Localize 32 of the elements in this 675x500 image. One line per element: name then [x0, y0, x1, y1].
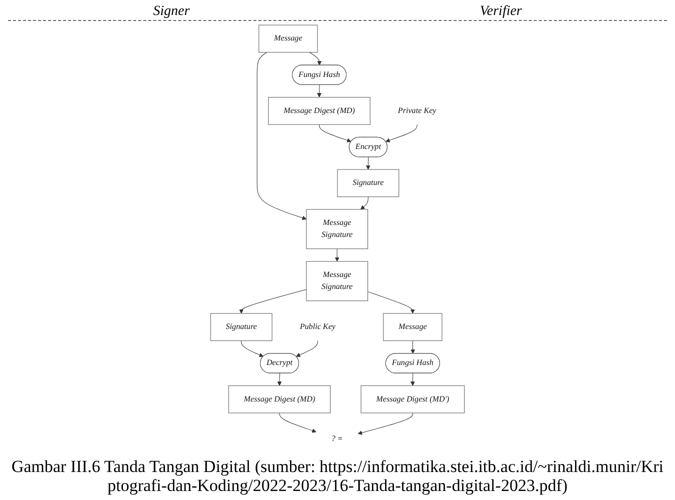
arrow — [358, 412, 413, 435]
node-text: Public Key — [300, 322, 336, 332]
figure-caption: Gambar III.6 Tanda Tangan Digital (sumber: https://informatika.stei.itb.ac.id/~rinaldi.munir/Kriptografi-dan-Koding/2022-2023/16-Tanda-tangan-digital-2023.pdf) — [10, 456, 665, 496]
node-box: Message Signature — [306, 209, 368, 250]
arrow — [309, 52, 322, 66]
node-box: Message — [258, 24, 318, 53]
arrow — [385, 124, 418, 142]
arrow — [241, 340, 264, 357]
node-box: Message Digest (MD) — [228, 385, 331, 414]
arrow — [410, 340, 416, 354]
arrow — [296, 340, 318, 357]
arrow — [368, 291, 415, 314]
node-box: Message — [383, 313, 442, 341]
arrow — [277, 373, 282, 386]
node-text: ? = — [331, 434, 343, 444]
node-box: Message Digest (MD) — [268, 97, 370, 125]
arrow — [319, 124, 352, 142]
arrow — [334, 248, 340, 262]
lane-title: Signer — [153, 4, 190, 20]
arrow — [360, 196, 368, 210]
node-text: Private Key — [398, 106, 436, 115]
arrow — [239, 289, 307, 314]
arrow — [256, 52, 307, 220]
node-box: Signature — [337, 169, 400, 198]
node-box: Message Signature — [306, 261, 368, 302]
node-box: Message Digest (MD') — [360, 385, 465, 414]
lane-title: Verifier — [480, 4, 522, 20]
arrow — [279, 412, 316, 433]
node-box: Signature — [210, 313, 272, 341]
arrow — [366, 156, 370, 170]
arrow — [410, 373, 415, 386]
arrow — [317, 84, 322, 98]
